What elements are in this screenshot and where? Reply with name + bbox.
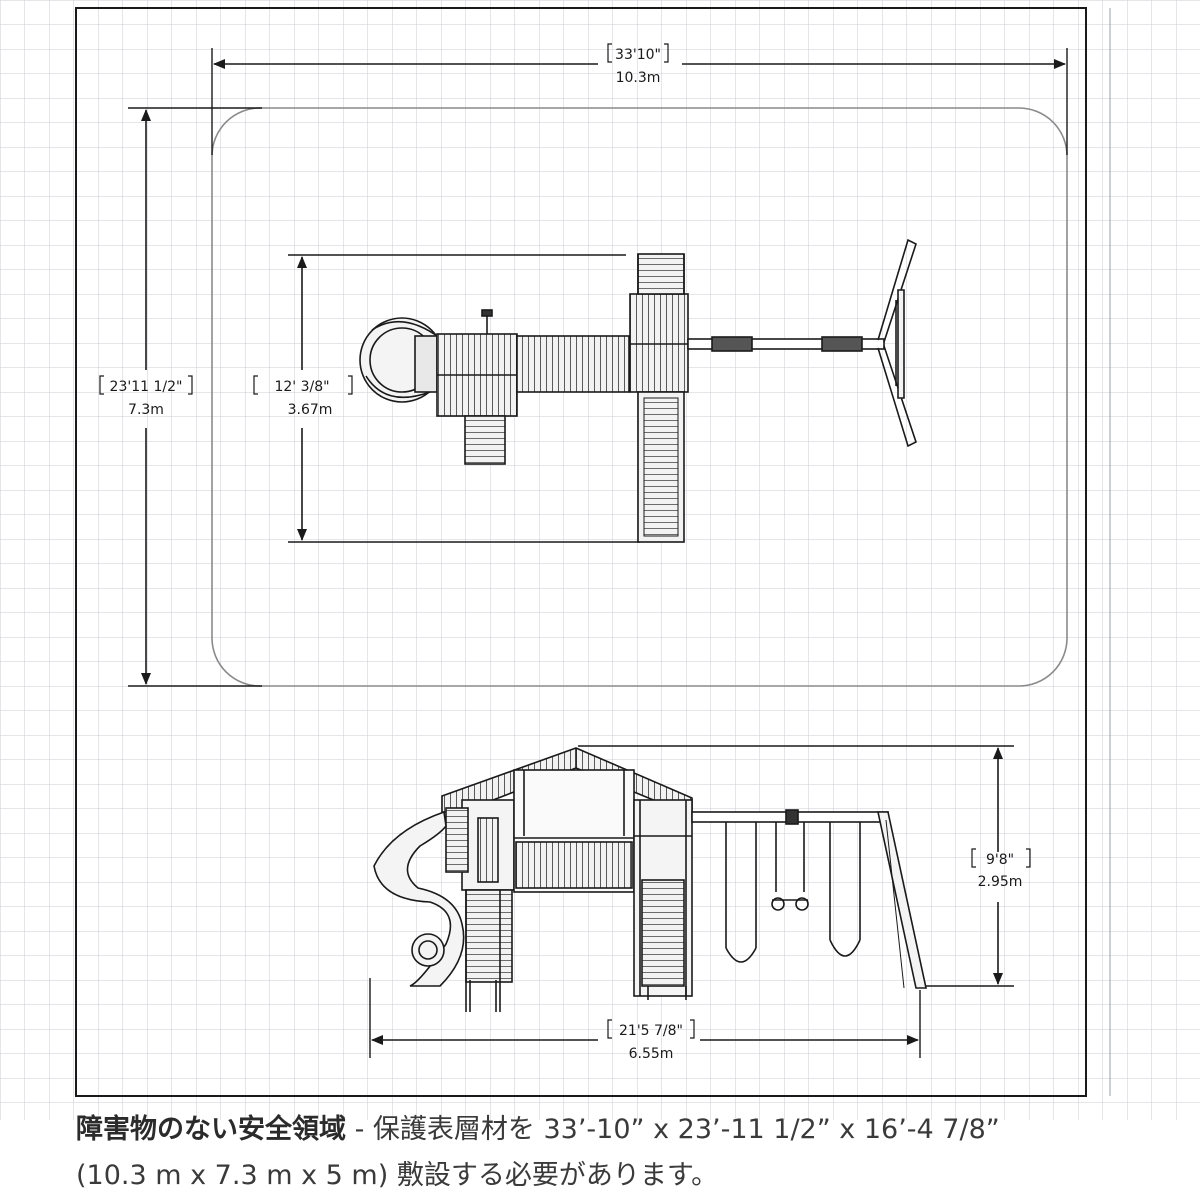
dimension-side-height: 9'8" 2.95m	[578, 745, 1031, 987]
right-tower-top	[629, 293, 689, 393]
lower-ladder-top	[464, 415, 506, 465]
inner-height-metric: 3.67m	[288, 402, 333, 418]
side-width-metric: 6.55m	[629, 1046, 674, 1062]
belt-swing-1	[725, 822, 757, 963]
caption-line-2: (10.3 m x 7.3 m x 5 m) 敷設する必要があります。	[76, 1160, 719, 1191]
dimension-side-width: 21'5 7/8" 6.55m	[369, 978, 921, 1062]
belt-swing-2	[829, 822, 861, 957]
caption-line-1-rest: - 保護表層材を 33’-10” x 23’-11 1/2” x 16’-4 7…	[346, 1114, 1000, 1145]
top-ladder	[637, 253, 685, 295]
swing-beam-top	[687, 336, 885, 352]
dimension-left-height: 23'11 1/2" 7.3m	[99, 107, 262, 687]
side-height-metric: 2.95m	[978, 874, 1023, 890]
inner-height-imperial: 12' 3/8"	[274, 379, 329, 395]
top-width-imperial: 33'10"	[615, 47, 661, 63]
trapeze-bar	[771, 822, 809, 911]
straight-slide-side	[641, 879, 685, 987]
dimension-top-width: 33'10" 10.3m	[211, 43, 1068, 155]
bridge-top	[516, 335, 630, 393]
side-view: 9'8" 2.95m 21'5 7/8" 6.55m	[369, 745, 1031, 1062]
grid-background	[0, 0, 1200, 1120]
spiral-slide-side	[373, 810, 465, 987]
caption-title: 障害物のない安全領域	[76, 1114, 346, 1145]
top-width-metric: 10.3m	[616, 70, 661, 86]
side-width-imperial: 21'5 7/8"	[619, 1023, 683, 1039]
playset-side-view	[373, 747, 927, 1012]
left-height-imperial: 23'11 1/2"	[110, 379, 183, 395]
dimension-inner-height: 12' 3/8" 3.67m	[253, 254, 640, 543]
caption-line-1: 障害物のない安全領域 - 保護表層材を 33’-10” x 23’-11 1/2…	[76, 1110, 1186, 1150]
left-height-metric: 7.3m	[128, 402, 164, 418]
top-view: 33'10" 10.3m 23'11 1/2" 7.3m 12' 3/8" 3.…	[99, 43, 1068, 687]
diagram-frame	[75, 7, 1087, 1097]
spiral-slide-top	[359, 317, 445, 403]
swing-beam-side	[691, 809, 889, 825]
a-frame-top	[877, 238, 917, 448]
playset-top-view	[359, 238, 917, 543]
side-height-imperial: 9'8"	[986, 852, 1014, 868]
ladder-side	[465, 889, 513, 983]
safety-zone-outline	[211, 107, 1068, 687]
